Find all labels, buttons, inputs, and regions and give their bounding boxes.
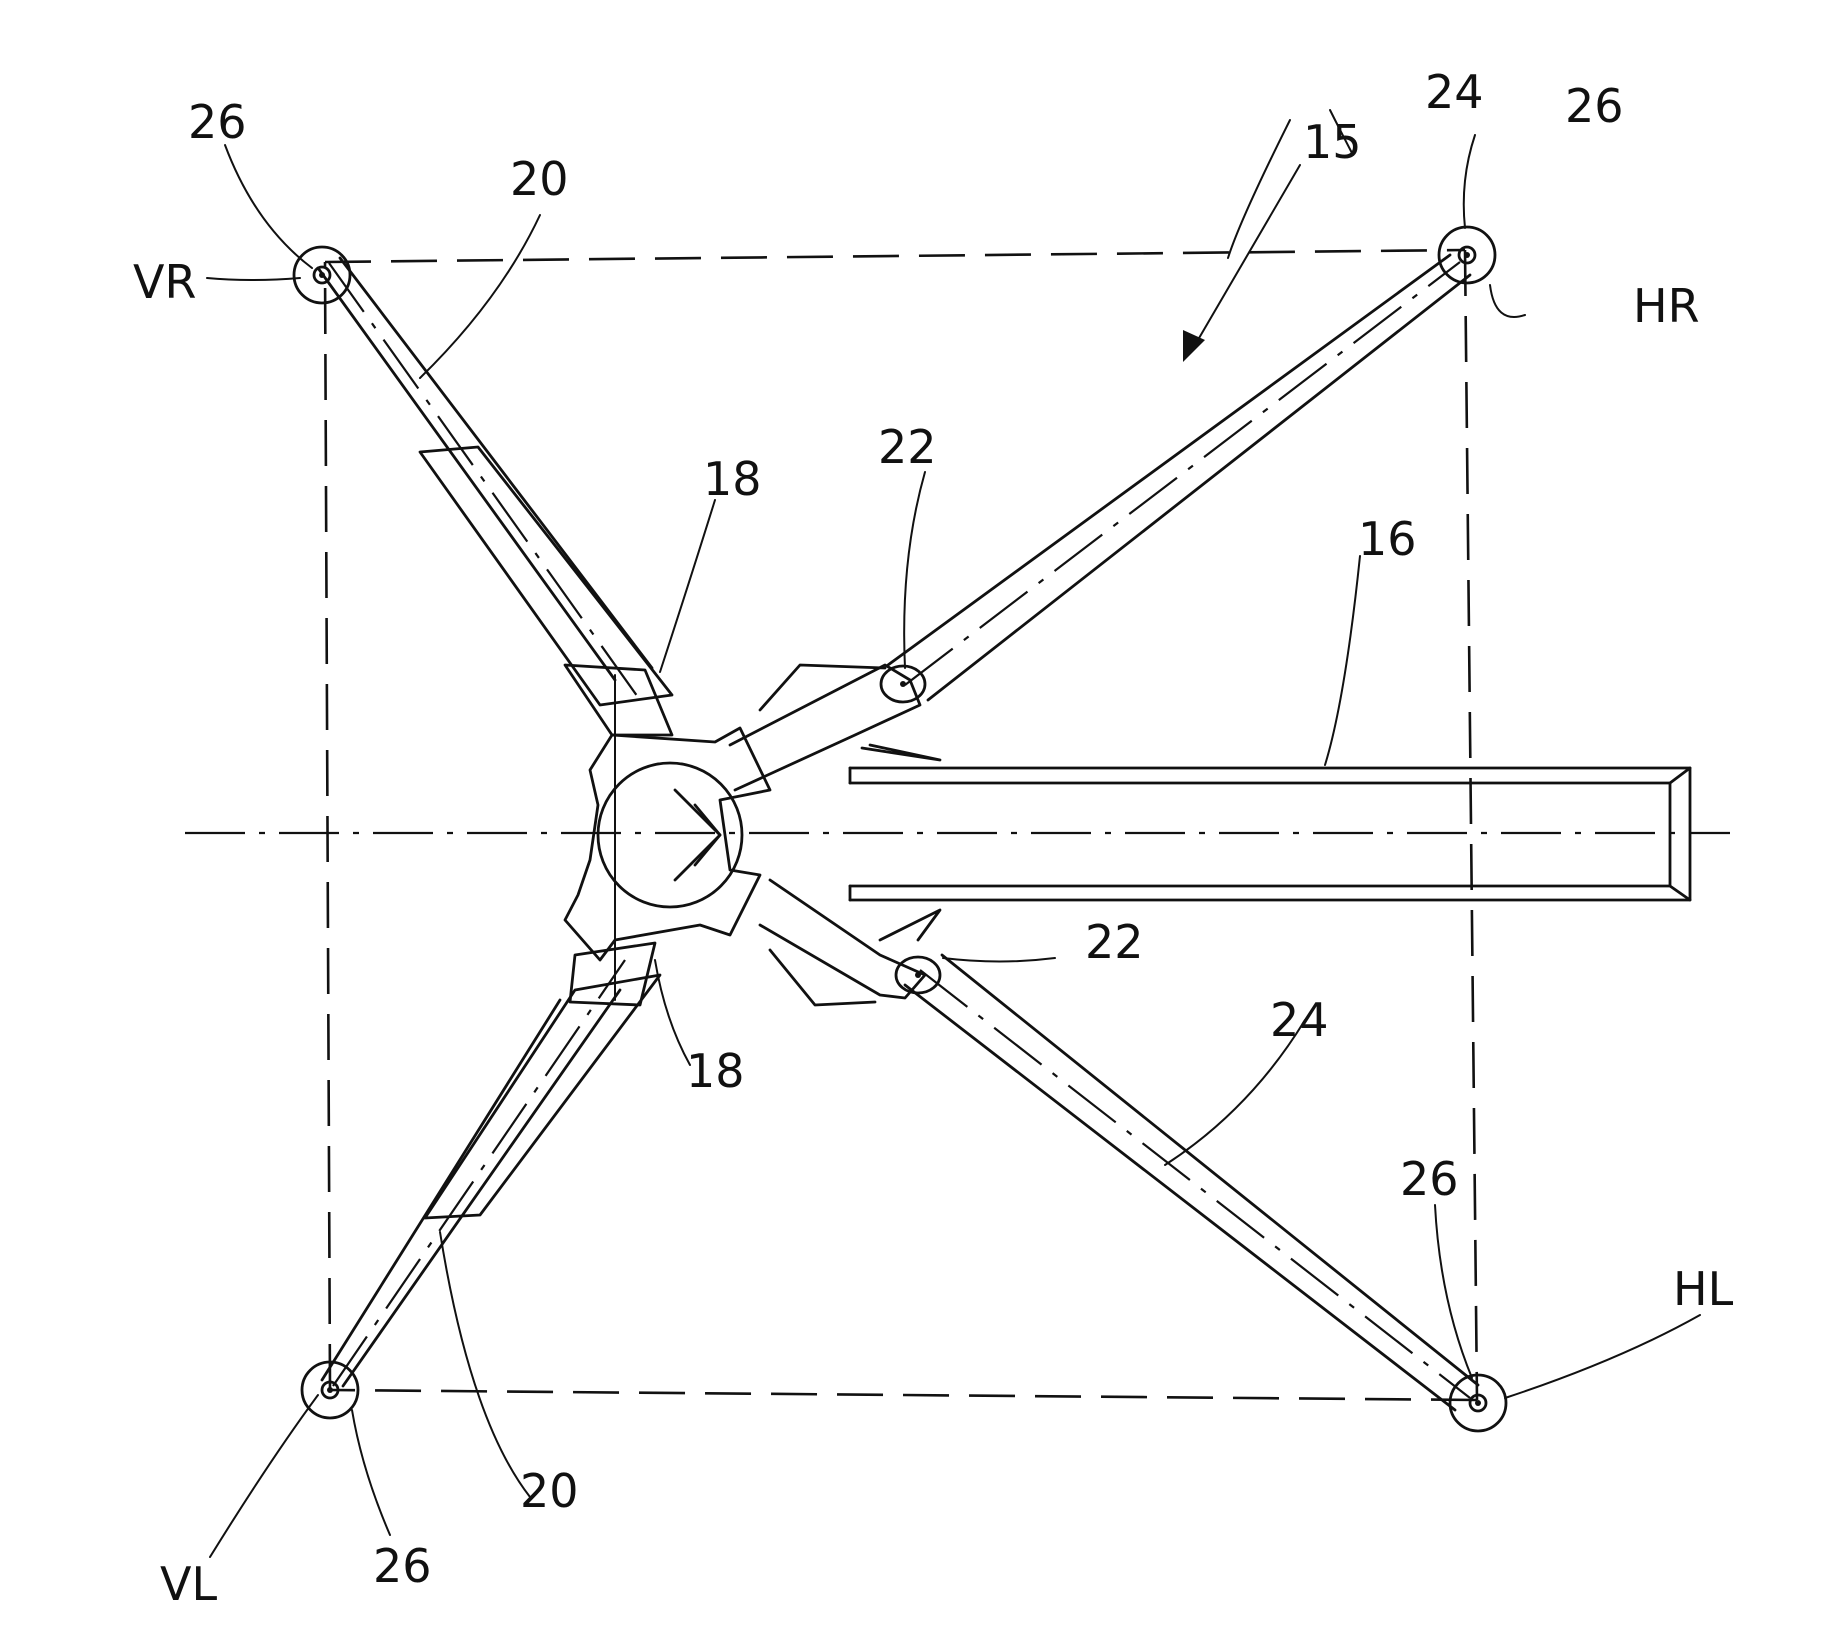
label-vr: VR [133,255,196,309]
label-18-upper: 18 [703,452,762,506]
label-24-lower: 24 [1270,993,1329,1047]
label-20-lower: 20 [520,1464,579,1518]
label-22-lower: 22 [1085,915,1144,969]
arm-20-upper [318,258,672,705]
label-hl: HL [1673,1262,1734,1316]
arm-24-upper [888,255,1470,700]
label-15: 15 [1303,115,1362,169]
label-22-upper: 22 [878,420,937,474]
label-18-lower: 18 [686,1044,745,1098]
label-26-hl: 26 [1400,1152,1459,1206]
bracket-18-lower [570,943,655,1005]
arm-20-lower [322,960,660,1386]
label-vl: VL [160,1557,217,1611]
roller-26-vr [294,247,350,303]
arrow-15 [1183,165,1300,362]
label-20-upper: 20 [510,152,569,206]
label-16: 16 [1358,512,1417,566]
roller-26-hr [1439,227,1495,283]
label-hr: HR [1633,279,1700,333]
label-26-vl: 26 [373,1539,432,1593]
label-24-upper: 24 [1425,65,1484,119]
label-26-hr: 26 [1565,79,1624,133]
arm-24-lower [905,955,1478,1410]
label-26-vr: 26 [188,95,247,149]
